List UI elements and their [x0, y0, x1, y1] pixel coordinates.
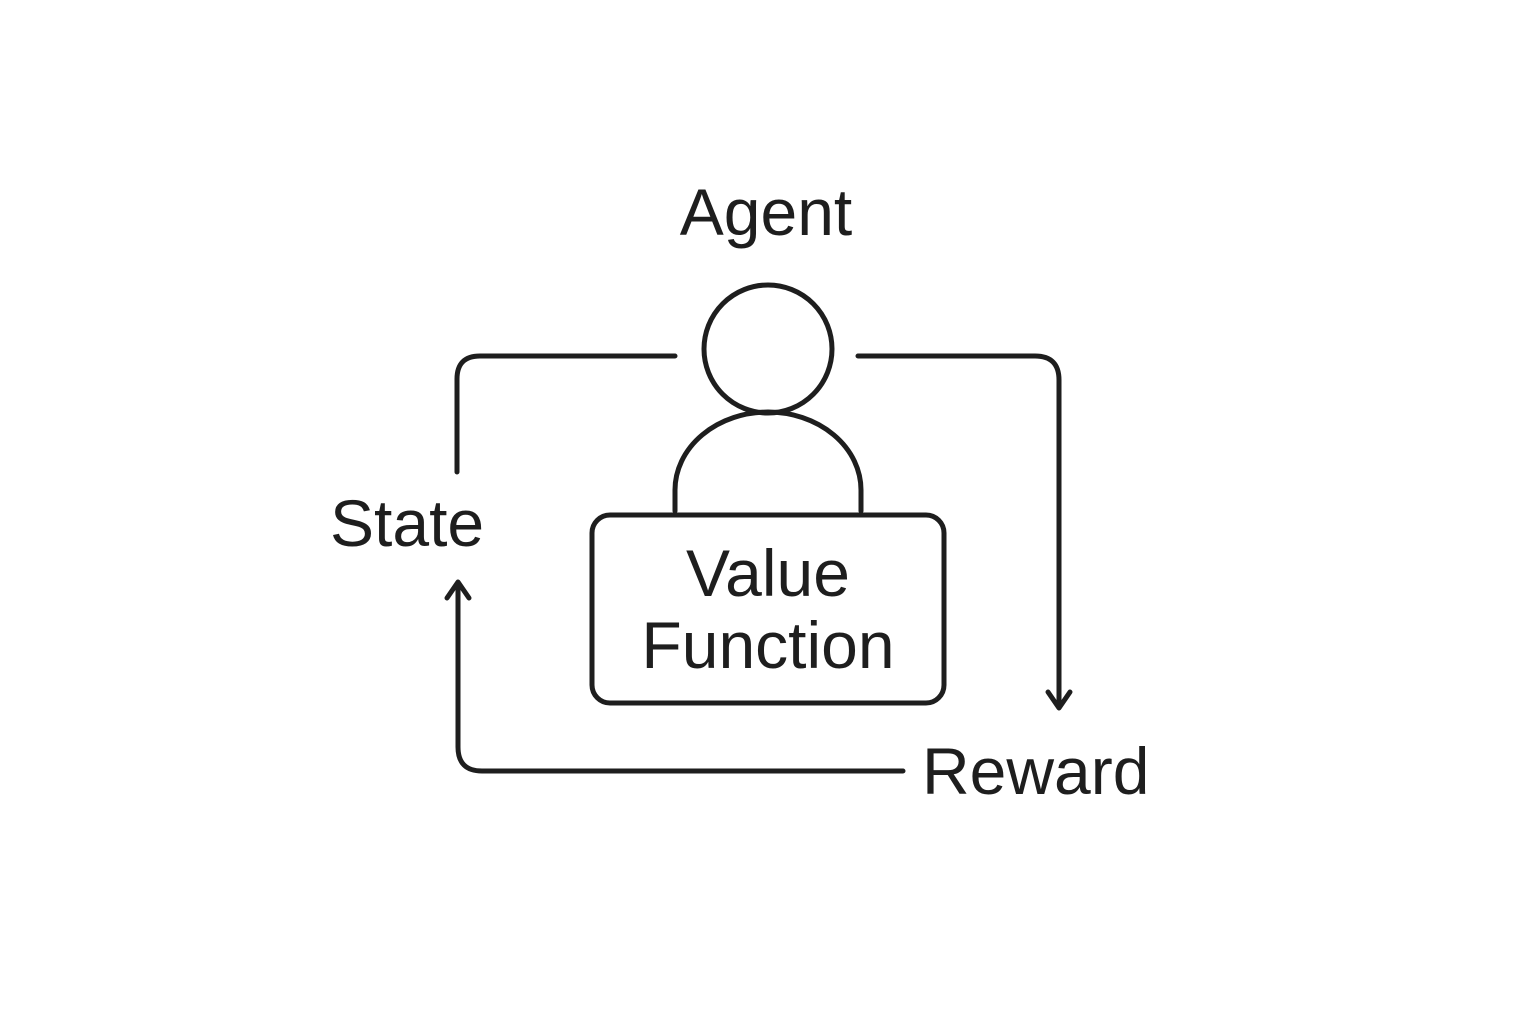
- agent-to-state-line: [454, 353, 678, 475]
- value-function-line2: Function: [641, 608, 895, 682]
- reward-to-state-line: [455, 581, 906, 774]
- person-head-icon: [701, 282, 835, 416]
- arrow-down-icon: [1045, 689, 1073, 711]
- agent-to-reward-line: [855, 353, 1062, 709]
- value-function-text: Value Function: [592, 515, 944, 703]
- person-body-icon: [672, 409, 864, 514]
- value-function-box: [589, 512, 947, 706]
- value-function-line1: Value: [686, 536, 850, 610]
- state-label: State: [330, 486, 485, 560]
- arrow-up-icon: [444, 579, 472, 601]
- reward-label: Reward: [922, 734, 1150, 808]
- agent-label: Agent: [679, 175, 853, 249]
